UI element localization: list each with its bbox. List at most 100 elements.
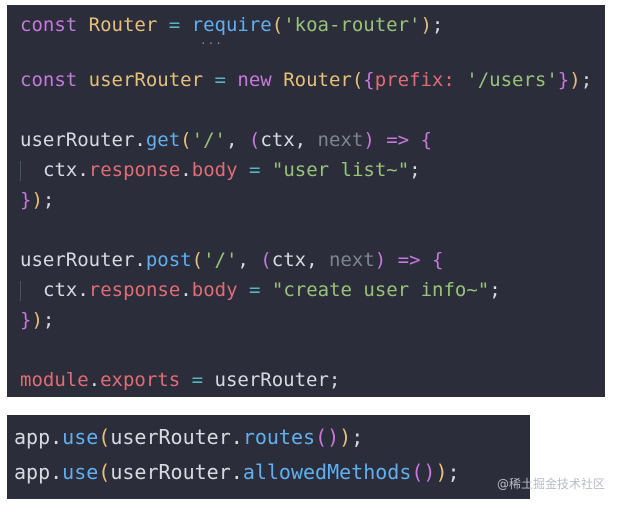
dot: . [77,279,89,301]
dot: . [50,460,63,484]
params-open: ( [248,129,261,151]
params-open: ( [260,249,272,271]
identifier-user-router: userRouter [20,249,135,271]
semicolon: ; [447,460,460,484]
param-ctx: ctx [271,249,307,271]
keyword-const: const [20,14,78,36]
code-line-6: ctx.response.body = "user list~"; [20,158,421,182]
paren-open: ( [98,425,111,449]
method-routes: routes [242,425,316,449]
identifier-app: app [14,460,51,484]
code-line-9: userRouter.post('/', (ctx, next) => { [20,248,443,272]
params-close: ) [374,249,387,271]
string-root-path: '/' [191,129,226,151]
indent-guide [20,160,31,181]
operator-assign: = [248,159,261,181]
code-line-13: module.exports = userRouter; [20,368,340,392]
property-body: body [191,159,238,181]
brace-open: { [420,129,433,151]
code-editor-top-panel: const Router = require('koa-router'); ..… [7,5,605,397]
paren-close: ) [339,425,352,449]
params-close: ) [363,129,375,151]
method-get: get [145,129,181,151]
property-response: response [88,279,181,301]
paren-open: ( [351,69,364,91]
code-line-routes: app.use(userRouter.routes()); [14,425,363,449]
operator-assign: = [248,279,261,301]
paren-close: ) [31,309,43,331]
dot: . [134,129,146,151]
operator-assign: = [168,14,181,36]
indent-guide [20,280,31,301]
function-require: require [191,14,272,36]
identifier-ctx: ctx [43,159,78,181]
identifier-user-router: userRouter [110,425,231,449]
comma: , [306,249,318,271]
code-editor-bottom-panel: app.use(userRouter.routes()); app.use(us… [7,415,530,499]
call-parens: () [315,425,340,449]
property-body: body [191,279,238,301]
paren-open: ( [191,249,204,271]
code-line-allowed-methods: app.use(userRouter.allowedMethods()); [14,460,460,484]
string-koa-router: 'koa-router' [283,14,421,36]
semicolon: ; [351,425,364,449]
semicolon: ; [42,189,55,211]
watermark: @稀土掘金技术社区 [496,477,605,491]
paren-close: ) [31,189,43,211]
string-create-user-info: "create user info~" [271,279,490,301]
code-line-1: const Router = require('koa-router'); [20,13,443,37]
paren-open: ( [271,14,284,36]
keyword-const: const [20,69,78,91]
method-post: post [145,249,192,271]
code-line-10: ctx.response.body = "create user info~"; [20,278,501,302]
paren-open: ( [98,460,111,484]
param-next: next [328,249,375,271]
paren-close: ) [420,14,432,36]
class-router: Router [283,69,352,91]
paren-close: ) [569,69,581,91]
param-next: next [317,129,364,151]
brace-open: { [432,249,444,271]
brace-open: { [363,69,375,91]
dot: . [50,425,63,449]
identifier-user-router: userRouter [88,69,204,91]
semicolon: ; [580,69,593,91]
property-response: response [88,159,181,181]
identifier-user-router: userRouter [214,369,329,391]
comma: , [225,129,238,151]
semicolon: ; [42,309,55,331]
brace-close: } [20,309,32,331]
dot: . [230,425,243,449]
dot: . [230,460,243,484]
identifier-ctx: ctx [43,279,78,301]
code-line-7: }); [20,188,54,212]
identifier-user-router: userRouter [110,460,231,484]
dot: . [180,279,192,301]
code-line-11: }); [20,308,54,332]
brace-close: } [557,69,570,91]
dot: . [134,249,146,271]
string-users: '/users' [466,69,558,91]
arrow-operator: => [397,249,421,271]
brace-close: } [20,189,32,211]
key-prefix: prefix: [374,69,455,91]
dot: . [180,159,192,181]
param-ctx: ctx [260,129,295,151]
identifier-module: module [20,369,89,391]
paren-open: ( [180,129,192,151]
string-root-path: '/' [203,249,238,271]
dot: . [77,159,89,181]
semicolon: ; [489,279,501,301]
code-line-5: userRouter.get('/', (ctx, next) => { [20,128,432,152]
identifier-app: app [14,425,51,449]
operator-assign: = [191,369,204,391]
method-use: use [62,460,99,484]
comma: , [237,249,249,271]
dot: . [88,369,101,391]
semicolon: ; [409,159,421,181]
method-allowed-methods: allowedMethods [242,460,412,484]
semicolon: ; [431,14,444,36]
paren-close: ) [435,460,448,484]
hint-dots: ... [200,34,223,47]
method-use: use [62,425,99,449]
